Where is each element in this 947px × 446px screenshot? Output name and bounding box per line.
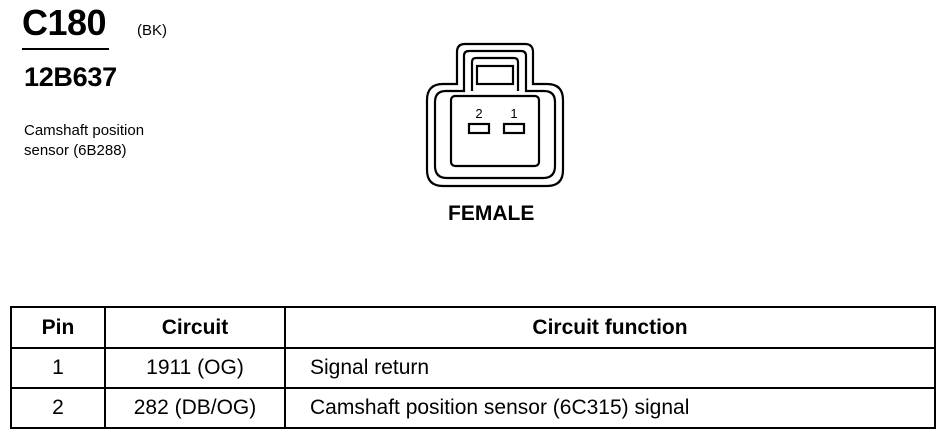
locking-tab [470, 56, 520, 91]
function-cell: Camshaft position sensor (6C315) signal [284, 387, 936, 429]
table-header-row: Pin Circuit Circuit function [10, 306, 936, 349]
column-header-circuit: Circuit [104, 306, 286, 349]
connector-housing-outer [425, 42, 565, 188]
connector-id: C180 [22, 2, 107, 43]
connector-face-diagram: 2 1 [425, 42, 565, 188]
table-row: 1 1911 (OG) Signal return [10, 347, 936, 389]
pin-cell: 2 [10, 387, 106, 429]
connector-housing-inner [433, 49, 557, 180]
pin-2-label: 2 [475, 106, 482, 121]
pin-2-terminal [467, 122, 491, 135]
connector-color-code: (BK) [137, 22, 167, 39]
pin-cell: 1 [10, 347, 106, 389]
component-description: Camshaft position sensor (6B288) [24, 121, 144, 161]
description-line: Camshaft position [24, 122, 145, 139]
description-line: sensor (6B288) [24, 142, 127, 159]
pin-1-label: 1 [510, 106, 517, 121]
connector-view-label: FEMALE [448, 202, 535, 225]
column-header-pin: Pin [10, 306, 106, 349]
locking-tab-slot [475, 64, 515, 86]
circuit-cell: 1911 (OG) [104, 347, 286, 389]
circuit-cell: 282 (DB/OG) [104, 387, 286, 429]
pin-table: Pin Circuit Circuit function 1 1911 (OG)… [10, 306, 936, 429]
column-header-circuit-function: Circuit function [284, 306, 936, 349]
pin-1-terminal [502, 122, 526, 135]
function-cell: Signal return [284, 347, 936, 389]
table-row: 2 282 (DB/OG) Camshaft position sensor (… [10, 387, 936, 429]
pin-cavity-block [449, 94, 541, 168]
part-number: 12B637 [24, 62, 117, 92]
title-underline [22, 48, 109, 50]
